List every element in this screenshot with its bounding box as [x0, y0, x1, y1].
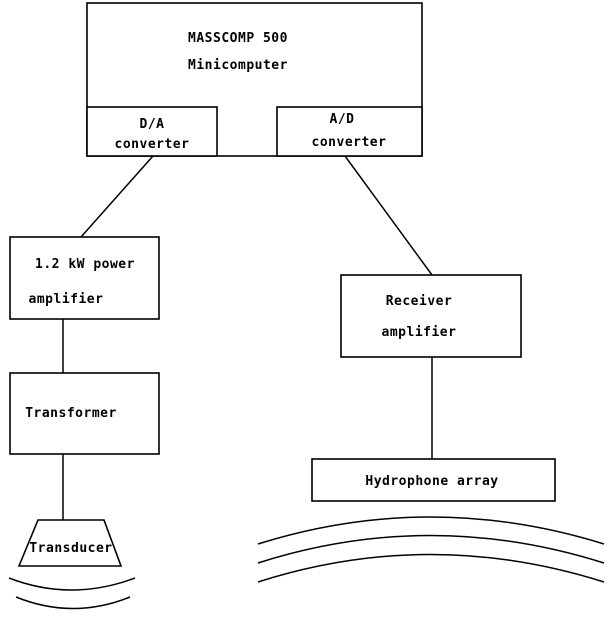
- transducer-wave-2: [15, 596, 131, 610]
- power-amplifier-label-1: 1.2 kW power: [35, 257, 135, 272]
- power-amplifier-label-2: amplifier: [29, 292, 104, 307]
- da-converter-box: [86, 106, 218, 157]
- transducer-shape: [17, 519, 123, 567]
- incoming-wave-1: [257, 516, 605, 545]
- receiver-amplifier-label-2: amplifier: [382, 325, 457, 340]
- da-converter-label-1: D/A: [140, 117, 165, 132]
- minicomputer-subtitle: Minicomputer: [188, 58, 288, 73]
- line-ad-to-receiver-amp: [344, 155, 433, 276]
- line-da-to-power-amp: [80, 155, 154, 238]
- power-amplifier-box: [9, 236, 160, 320]
- ad-converter-label-1: A/D: [330, 112, 355, 127]
- receiver-amplifier-box: [340, 274, 522, 358]
- da-converter-label-2: converter: [115, 137, 190, 152]
- minicomputer-title: MASSCOMP 500: [188, 31, 288, 46]
- ad-converter-label-2: converter: [312, 135, 387, 150]
- receiver-amplifier-label-1: Receiver: [386, 294, 453, 309]
- incoming-wave-2: [257, 534, 605, 564]
- transducer-label: Transducer: [29, 541, 112, 556]
- transformer-label: Transformer: [25, 406, 117, 421]
- hydrophone-array-label: Hydrophone array: [365, 474, 498, 489]
- hydrophone-array-box: [311, 458, 556, 502]
- transducer-wave-1: [8, 577, 136, 591]
- incoming-wave-3: [257, 553, 605, 583]
- transformer-box: [9, 372, 160, 455]
- ad-converter-box: [276, 106, 423, 157]
